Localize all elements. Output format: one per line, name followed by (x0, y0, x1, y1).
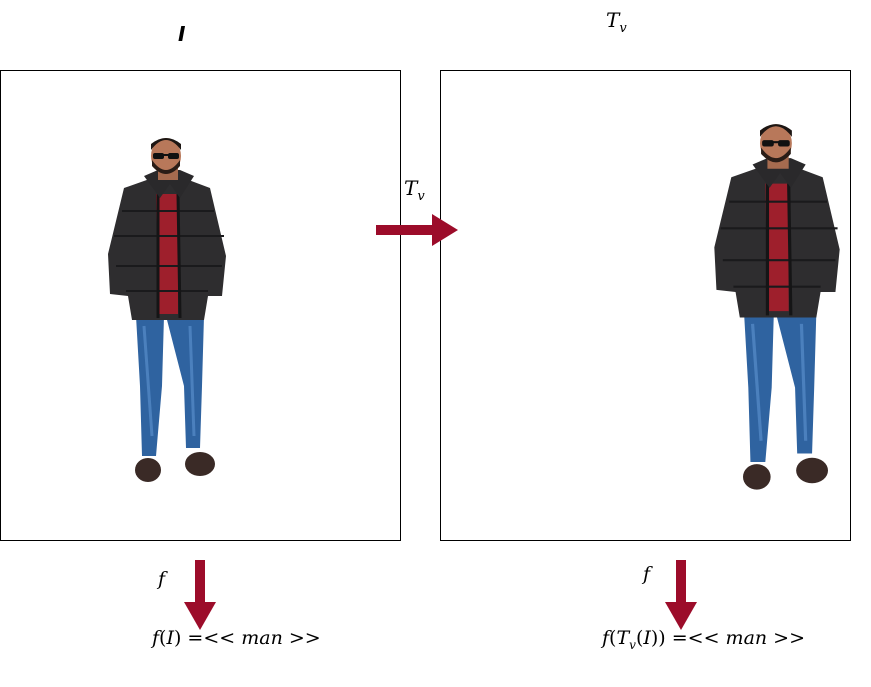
original-result-equation: f(I) =<< man >> (152, 627, 321, 649)
man-illustration (714, 124, 840, 490)
transform-symbol: T (404, 176, 418, 200)
function-label-left: f (158, 568, 166, 590)
transform-arrow-label: Tv (404, 176, 425, 204)
function-arrow-left (184, 560, 216, 630)
function-label-right: f (643, 563, 651, 585)
man-illustration (108, 138, 226, 482)
result-word-right: man (725, 627, 768, 649)
original-image-label: I (178, 22, 186, 46)
result-word-left: man (241, 627, 283, 649)
transform-title-label: Tv (606, 8, 627, 36)
man-figure-transformed (714, 124, 840, 490)
transform-symbol: T (606, 8, 620, 32)
transform-arrow (376, 214, 458, 246)
transform-subscript: v (619, 21, 627, 36)
transformed-result-equation: f(Tv(I)) =<< man >> (602, 627, 806, 652)
function-arrow-right (665, 560, 697, 630)
transform-subscript: v (417, 189, 425, 204)
man-figure-original (108, 138, 226, 482)
